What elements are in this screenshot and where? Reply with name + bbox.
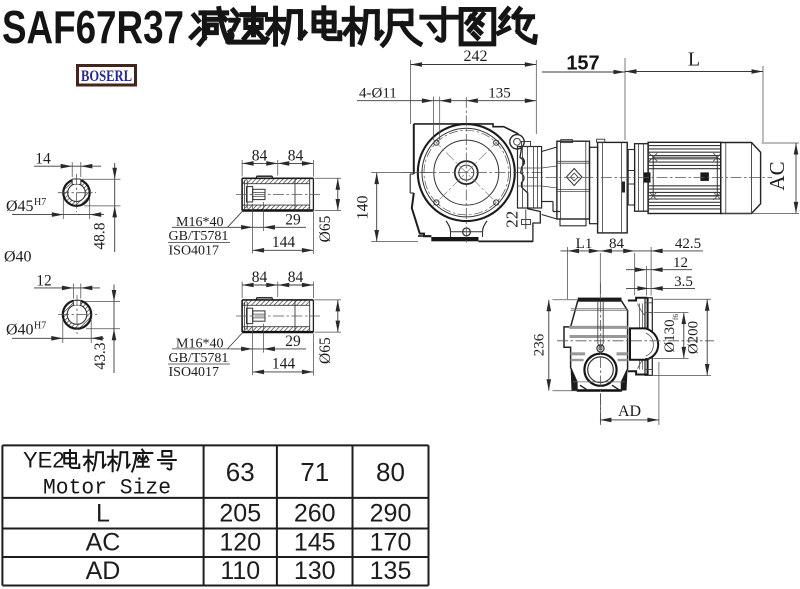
svg-text:140: 140: [355, 196, 372, 220]
svg-text:145: 145: [294, 529, 336, 557]
svg-text:120: 120: [219, 529, 261, 557]
svg-text:4-Ø11: 4-Ø11: [359, 85, 397, 101]
svg-text:110: 110: [220, 557, 260, 585]
svg-text:12: 12: [36, 272, 52, 289]
svg-text:80: 80: [376, 457, 405, 487]
svg-text:84: 84: [609, 236, 625, 252]
svg-text:63: 63: [226, 457, 255, 487]
svg-text:H7: H7: [34, 197, 46, 208]
svg-text:71: 71: [300, 457, 329, 487]
svg-text:260: 260: [294, 500, 336, 528]
svg-text:AD: AD: [86, 557, 121, 585]
svg-text:144: 144: [272, 234, 296, 251]
svg-text:42.5: 42.5: [675, 236, 701, 252]
svg-text:236: 236: [532, 333, 548, 356]
svg-text:L1: L1: [576, 236, 593, 252]
svg-text:BOSERL: BOSERL: [81, 68, 132, 85]
svg-text:Ø200: Ø200: [686, 321, 702, 354]
svg-text:290: 290: [370, 500, 412, 528]
svg-text:ISO4017: ISO4017: [169, 244, 220, 259]
svg-text:205: 205: [219, 500, 261, 528]
svg-text:Motor Size: Motor Size: [43, 476, 171, 501]
svg-text:242: 242: [464, 48, 488, 65]
svg-text:3.5: 3.5: [674, 274, 693, 290]
svg-text:14: 14: [35, 151, 51, 168]
svg-text:AD: AD: [618, 403, 641, 420]
svg-text:84: 84: [288, 147, 304, 164]
svg-text:170: 170: [370, 529, 412, 557]
svg-text:L: L: [96, 500, 110, 528]
svg-text:43.3: 43.3: [92, 342, 109, 369]
svg-text:135: 135: [370, 557, 412, 585]
svg-text:84: 84: [252, 147, 268, 164]
svg-text:48.8: 48.8: [92, 222, 109, 249]
svg-text:Ø130: Ø130: [662, 319, 678, 352]
svg-text:12: 12: [673, 255, 688, 271]
svg-text:M16*40: M16*40: [176, 215, 223, 230]
svg-text:29: 29: [285, 211, 301, 228]
svg-text:135: 135: [488, 85, 511, 101]
svg-text:130: 130: [294, 557, 336, 585]
svg-text:SAF67R37: SAF67R37: [2, 1, 184, 53]
svg-text:157: 157: [566, 53, 599, 75]
svg-text:f6: f6: [671, 314, 680, 320]
svg-text:AC: AC: [765, 161, 789, 190]
svg-text:Ø65: Ø65: [317, 215, 334, 242]
svg-text:GB/T5781: GB/T5781: [169, 229, 229, 244]
svg-text:Ø40: Ø40: [6, 322, 34, 339]
svg-text:Ø45: Ø45: [6, 198, 34, 215]
svg-text:H7: H7: [34, 321, 46, 332]
svg-text:L: L: [688, 49, 700, 71]
svg-text:AC: AC: [86, 529, 121, 557]
svg-text:YE2: YE2: [23, 448, 65, 473]
svg-text:22: 22: [503, 211, 522, 228]
svg-text:Ø40: Ø40: [4, 249, 32, 266]
